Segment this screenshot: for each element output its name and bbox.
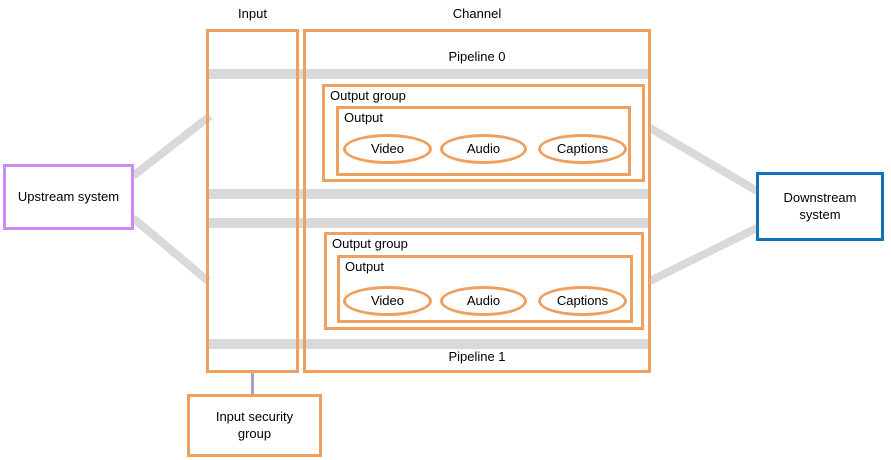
stream-band-pipeline0-bottom — [206, 189, 651, 199]
pipeline1-output-group-label: Output group — [332, 236, 408, 251]
pipeline0-output-box: Output — [336, 106, 631, 176]
pipeline1-audio-label: Audio — [466, 292, 501, 308]
pipeline0-output-group-box: Output group — [322, 84, 645, 182]
stream-band-pipeline1-top — [206, 218, 651, 228]
input-box — [206, 29, 299, 373]
channel-to-downstream-bottom-line — [648, 224, 759, 285]
pipeline1-captions-label: Captions — [556, 292, 609, 308]
pipeline0-audio-ellipse: Audio — [440, 134, 527, 164]
pipeline0-output-group-label: Output group — [330, 88, 406, 103]
pipeline1-label: Pipeline 1 — [448, 349, 506, 364]
downstream-system-box: Downstream system — [756, 172, 884, 241]
channel-box — [303, 29, 651, 373]
pipeline0-output-label: Output — [344, 110, 384, 125]
upstream-to-input-top-line — [130, 112, 213, 180]
input-title: Input — [238, 6, 267, 21]
stream-band-pipeline1-bottom — [206, 339, 651, 349]
pipeline1-captions-ellipse: Captions — [538, 286, 627, 316]
input-security-group-label: Input security group — [215, 409, 294, 441]
pipeline0-label: Pipeline 0 — [448, 49, 506, 64]
input-security-group-box: Input security group — [187, 394, 322, 457]
pipeline1-video-ellipse: Video — [343, 286, 432, 316]
pipeline1-output-label: Output — [345, 259, 385, 274]
channel-to-downstream-top-line — [647, 124, 760, 195]
pipeline1-output-box: Output — [337, 255, 633, 323]
stream-band-pipeline0-top — [206, 69, 651, 79]
pipeline0-video-ellipse: Video — [343, 134, 432, 164]
pipeline0-audio-label: Audio — [466, 140, 501, 156]
upstream-to-input-bottom-line — [130, 214, 211, 285]
downstream-system-label: Downstream system — [783, 190, 857, 222]
upstream-system-label: Upstream system — [17, 188, 120, 204]
channel-title: Channel — [452, 6, 502, 21]
pipeline1-video-label: Video — [370, 292, 404, 308]
pipeline1-audio-ellipse: Audio — [440, 286, 527, 316]
pipeline0-captions-ellipse: Captions — [538, 134, 627, 164]
pipeline1-output-group-box: Output group — [324, 232, 644, 330]
pipeline0-video-label: Video — [370, 140, 404, 156]
upstream-system-box: Upstream system — [3, 164, 134, 230]
pipeline0-captions-label: Captions — [556, 140, 609, 156]
